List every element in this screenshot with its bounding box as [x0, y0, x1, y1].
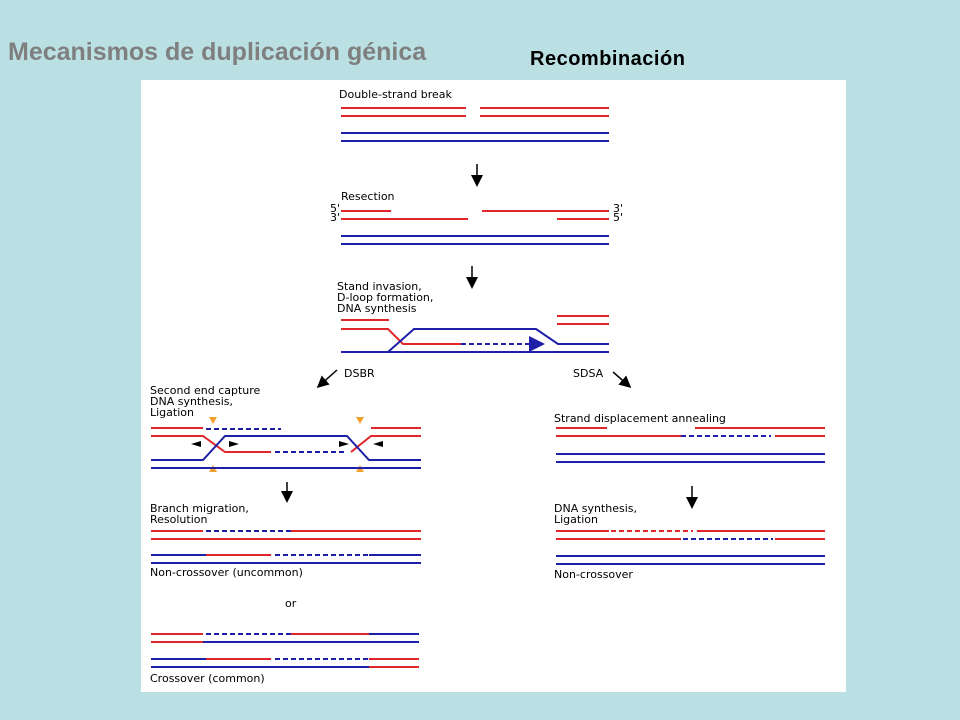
step-invasion-line2: D-loop formation,: [337, 291, 433, 304]
or-label: or: [285, 597, 297, 610]
branch-dsbr-label: DSBR: [344, 367, 375, 380]
dsbr-step1-line2: DNA synthesis,: [150, 395, 233, 408]
outcome-crossover-label: Crossover (common): [150, 672, 265, 685]
step-resection-label: Resection: [341, 190, 395, 203]
arrow-to-sdsa: [612, 371, 632, 388]
end-5-right: 5': [613, 211, 623, 224]
recombination-diagram: Double-strand break Resection 5' 3' 3' 5…: [141, 80, 846, 692]
end-5-left: 5': [330, 202, 340, 215]
dna-crossover-product: [151, 633, 419, 668]
outcome-noncrossover-label: Non-crossover (uncommon): [150, 566, 303, 579]
dna-resection: [341, 210, 609, 245]
arrow-to-dsbr: [316, 369, 338, 388]
dna-double-strand-break: [341, 107, 609, 142]
step-double-strand-break-label: Double-strand break: [339, 88, 452, 101]
sdsa-step1-label: Strand displacement annealing: [554, 412, 726, 425]
dsbr-step2-line1: Branch migration,: [150, 502, 249, 515]
step-invasion-line3: DNA synthesis: [337, 302, 417, 315]
slide-title: Mecanismos de duplicación génica: [8, 38, 427, 66]
end-3-right: 3': [613, 202, 623, 215]
end-3-left: 3': [330, 211, 340, 224]
sdsa-step2-line2: Ligation: [554, 513, 598, 526]
sdsa-step2-line1: DNA synthesis,: [554, 502, 637, 515]
dna-sdsa-product: [556, 530, 825, 565]
branch-sdsa-label: SDSA: [573, 367, 604, 380]
step-invasion-line1: Stand invasion,: [337, 280, 422, 293]
dna-strand-displacement: [556, 427, 825, 463]
dna-second-end-capture: [151, 417, 421, 472]
slide-subtitle: Recombinación: [530, 48, 686, 70]
dsbr-step1-line1: Second end capture: [150, 384, 261, 397]
dna-noncrossover-product: [151, 530, 421, 564]
dsbr-step1-line3: Ligation: [150, 406, 194, 419]
dsbr-step2-line2: Resolution: [150, 513, 208, 526]
dna-strand-invasion: [341, 315, 609, 353]
sdsa-outcome-label: Non-crossover: [554, 568, 633, 581]
